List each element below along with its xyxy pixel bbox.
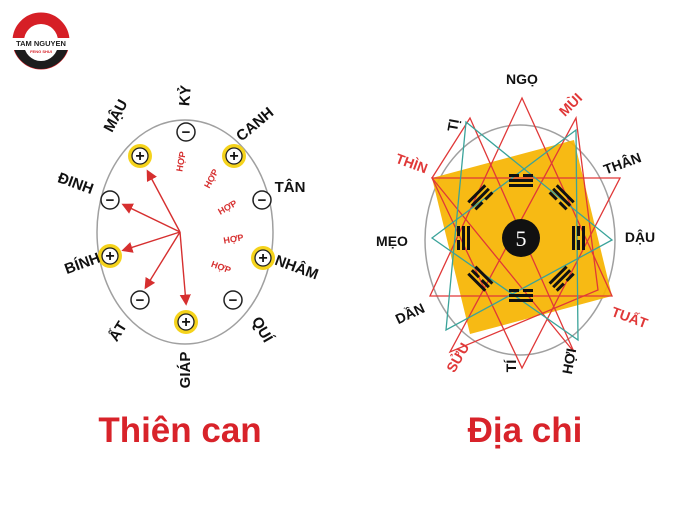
dia-chi-circle (424, 124, 616, 356)
hop-label-3: HỢP (223, 232, 245, 245)
yang-circle (131, 147, 149, 165)
center-number: 5 (516, 226, 527, 251)
hop-labels: HỢP HỢP HỢP HỢP HỢP (174, 151, 244, 276)
stem-node-3: − (252, 190, 272, 210)
stem-label-0: MẬU (100, 96, 132, 135)
stem-label-4: NHÂM (272, 251, 320, 283)
plus-sign: + (229, 148, 238, 165)
stem-node-6: + (174, 310, 198, 334)
branch-label-11: TỊ (444, 118, 462, 133)
trigram-icon (467, 184, 494, 211)
stem-node-2: + (222, 144, 246, 168)
stem-node-1: − (176, 122, 196, 142)
plus-sign: + (181, 314, 190, 331)
trigram-icon (457, 226, 470, 250)
stem-label-5: QUÍ (248, 314, 276, 346)
hop-arrow-2 (121, 231, 181, 253)
dia-chi-title: Địa chi (468, 411, 583, 450)
branch-label-2: THÂN (601, 148, 643, 177)
trigram-icon (548, 184, 575, 211)
minus-sign: − (136, 292, 145, 309)
yin-circle (130, 290, 150, 310)
yin-circle (100, 190, 120, 210)
yin-circle (176, 122, 196, 142)
center-disc (502, 219, 540, 257)
yin-circle (252, 190, 272, 210)
stem-node-0: + (128, 144, 152, 168)
minus-sign: − (182, 124, 191, 141)
branch-label-10: THÌN (394, 150, 430, 176)
plus-sign: + (105, 248, 114, 265)
logo-red-arc-icon (13, 13, 69, 41)
thien-can-diagram: HỢP HỢP HỢP HỢP HỢP + − + − + − + − + − MẬU KỶ CANH TÂN N… (55, 84, 321, 388)
hop-label-1: HỢP (202, 167, 220, 190)
trigram-icon (467, 265, 494, 292)
branch-label-9: MẸO (376, 233, 408, 249)
branch-label-3: DẬU (625, 228, 655, 245)
thien-can-title: Thiên can (98, 411, 261, 450)
logo-text: TAM NGUYEN (16, 39, 66, 48)
branch-label-5: HỢI (559, 347, 579, 375)
yang-circle (225, 147, 243, 165)
stem-node-8: + (98, 244, 122, 268)
branch-label-6: TÍ (503, 359, 519, 373)
logo-dark-arc-icon (13, 41, 69, 69)
stem-nodes: + − + − + − + − + − (98, 122, 275, 334)
plus-sign: + (258, 250, 267, 267)
branch-label-8: DẦN (393, 300, 427, 327)
branch-label-4: TUẤT (609, 303, 650, 331)
stem-label-8: BÍNH (62, 250, 102, 279)
minus-sign: − (258, 192, 267, 209)
hop-arrows (121, 169, 191, 306)
red-triangle-2 (430, 177, 622, 370)
plus-sign: + (135, 148, 144, 165)
hop-arrow-1 (121, 203, 181, 233)
thien-can-circle (96, 119, 274, 345)
stem-label-3: TÂN (275, 178, 306, 196)
trigram-ring (457, 174, 585, 302)
brand-logo: TAM NGUYEN FENG SHUI (10, 12, 72, 70)
stem-label-6: GIÁP (177, 352, 194, 389)
branch-label-0: NGỌ (506, 71, 538, 87)
hop-label-2: HỢP (216, 198, 238, 217)
hop-arrow-3 (144, 231, 181, 290)
trigram-icon (548, 265, 575, 292)
stem-label-2: CANH (233, 104, 277, 145)
stem-node-7: − (130, 290, 150, 310)
yang-circle (101, 247, 119, 265)
logo-subtext: FENG SHUI (30, 49, 52, 54)
stem-node-9: − (100, 190, 120, 210)
yang-circle (254, 249, 272, 267)
minus-sign: − (106, 192, 115, 209)
yang-circle (177, 313, 195, 331)
yin-circle (223, 290, 243, 310)
hop-label-4: HỢP (210, 259, 232, 275)
hop-label-0: HỢP (174, 151, 187, 173)
branch-label-1: MÙI (555, 89, 585, 119)
stem-node-5: − (223, 290, 243, 310)
trigram-icon (509, 289, 533, 302)
stem-node-4: + (251, 246, 275, 270)
trigram-icon (509, 174, 533, 187)
minus-sign: − (229, 292, 238, 309)
stem-label-7: ẤT (106, 319, 131, 345)
teal-triangle-0 (445, 120, 614, 332)
stem-label-1: KỶ (176, 84, 195, 106)
trigram-icon (572, 226, 585, 250)
hop-arrow-4 (179, 231, 191, 306)
hop-arrow-0 (146, 169, 181, 233)
stem-label-9: ĐINH (55, 170, 95, 199)
